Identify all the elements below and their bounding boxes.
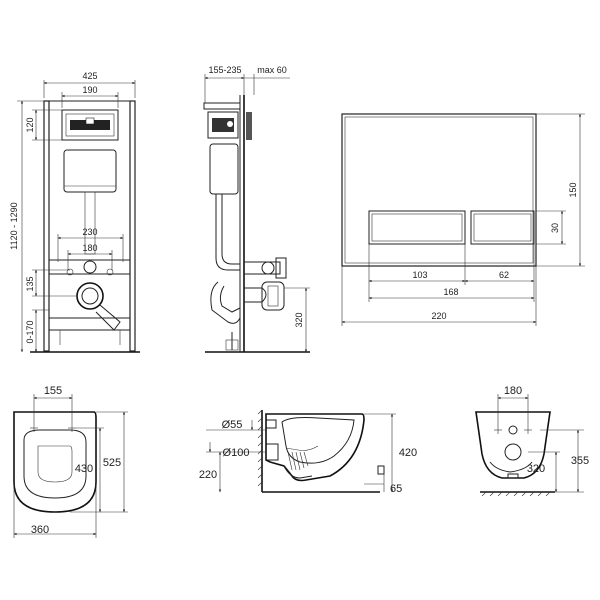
frame-side-view: 155-235 max 60 320 xyxy=(203,65,310,353)
outlet-height-label: 320 xyxy=(294,312,304,327)
lower-135-label: 135 xyxy=(25,276,35,291)
height-420-label: 420 xyxy=(399,447,417,459)
toilet-width-label: 360 xyxy=(31,524,49,536)
right-button-width-label: 62 xyxy=(499,270,509,280)
frame-front-view: 425 190 1120 - 1290 120 230 180 135 xyxy=(9,71,140,353)
length-430-label: 430 xyxy=(75,463,93,475)
top-section-label: 120 xyxy=(25,117,35,132)
toilet-back-view: 180 320 355 xyxy=(475,385,589,497)
offset-65-label: 65 xyxy=(390,483,402,495)
back-height-355-label: 355 xyxy=(571,455,589,467)
spacing-230-label: 230 xyxy=(82,227,97,237)
length-525-label: 525 xyxy=(103,457,121,469)
pipe-55-label: Ø55 xyxy=(222,419,243,431)
flush-plate-view: 150 30 103 62 168 220 xyxy=(341,113,585,326)
max-depth-label: max 60 xyxy=(257,65,287,75)
back-height-320-label: 320 xyxy=(527,463,545,475)
plate-height-label: 150 xyxy=(568,182,578,197)
button-height-label: 30 xyxy=(550,223,560,233)
left-button-width-label: 103 xyxy=(412,270,427,280)
module-width-label: 190 xyxy=(82,85,97,95)
pipe-100-label: Ø100 xyxy=(223,447,250,459)
toilet-top-view: 155 430 525 360 xyxy=(13,385,128,538)
spacing-180-label: 180 xyxy=(82,243,97,253)
plate-width-label: 220 xyxy=(431,311,446,321)
buttons-total-width-label: 168 xyxy=(443,287,458,297)
bolt-spacing-label: 155 xyxy=(44,385,62,397)
toilet-side-view: Ø55 Ø100 220 420 65 xyxy=(199,409,417,495)
back-spacing-label: 180 xyxy=(504,385,522,397)
height-220-label: 220 xyxy=(199,469,217,481)
frame-height-label: 1120 - 1290 xyxy=(9,202,19,249)
frame-width-label: 425 xyxy=(82,71,97,81)
depth-range-label: 155-235 xyxy=(208,65,241,75)
bottom-range-label: 0-170 xyxy=(25,320,35,343)
